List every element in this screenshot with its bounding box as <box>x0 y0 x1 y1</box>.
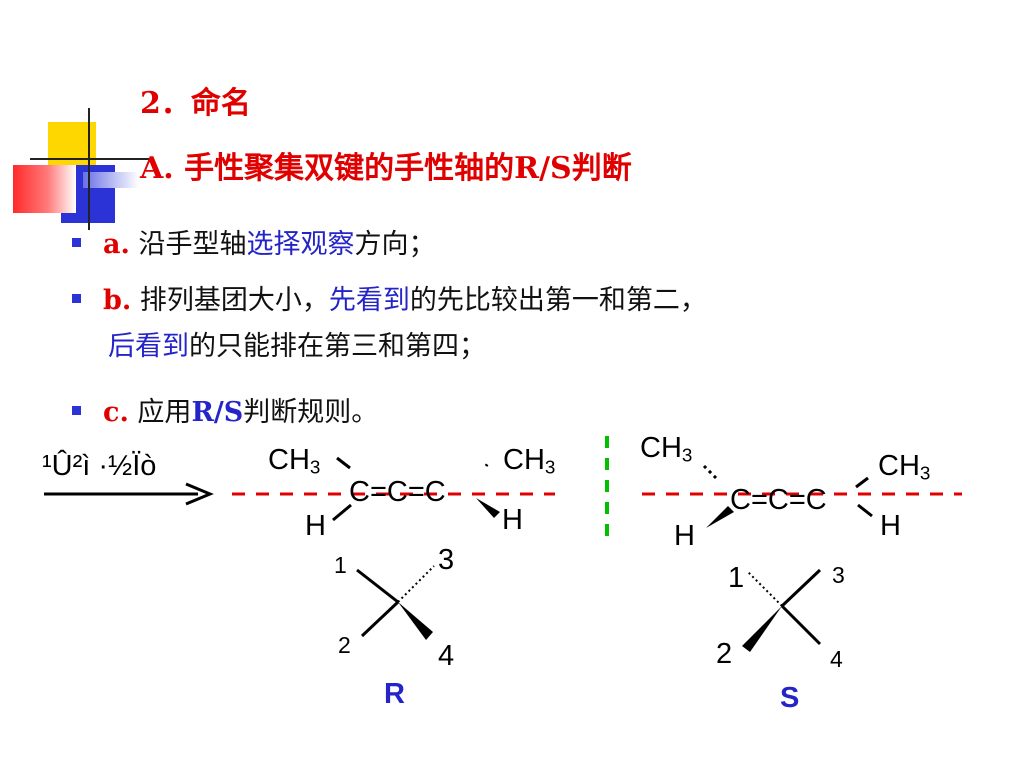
decor-blue-gradient <box>83 172 139 188</box>
proj-right-num-4: 4 <box>830 646 843 672</box>
bullet-a-text-2: 方向； <box>354 229 436 260</box>
bullet-a-text-1: 沿手型轴 <box>129 229 247 260</box>
left-ch3-right: CH3 <box>503 444 556 478</box>
proj-left-num-2: 2 <box>338 632 351 658</box>
bullet-square-icon <box>72 294 81 303</box>
left-h-left: H <box>305 510 326 542</box>
bullet-b-text-1: 排列基团大小， <box>131 285 329 316</box>
bullet-b: b. 排列基团大小，先看到的先比较出第一和第二， <box>72 278 707 317</box>
decor-horizontal-line <box>30 158 150 160</box>
subtitle-suffix: 判断 <box>571 151 632 186</box>
right-ch3-hash-bond <box>484 461 491 467</box>
bullet-b-highlight-2: 后看到 <box>108 331 189 362</box>
r-left-ch3-hash-bond <box>702 464 718 480</box>
bullet-a: a. 沿手型轴选择观察方向； <box>72 222 436 261</box>
subtitle-rs: R/S <box>514 151 572 186</box>
right-ch3-left: CH3 <box>640 432 693 466</box>
subtitle-prefix: A. 手性聚集双键的手性轴的 <box>140 151 515 186</box>
config-label-r: R <box>384 678 405 710</box>
proj-left-num-3: 3 <box>438 544 455 576</box>
proj-right-wedge-2 <box>742 606 782 652</box>
bullet-c-text-1: 应用 <box>128 397 192 428</box>
bullet-c: c. 应用R/S判断规则。 <box>72 390 378 429</box>
section-title: 2．命名 <box>140 86 251 121</box>
right-h-left: H <box>674 520 695 552</box>
right-ch3-right: CH3 <box>878 450 931 484</box>
r-left-h-wedge <box>706 506 734 528</box>
left-allene-chain: C=C=C <box>349 476 446 508</box>
decor-vertical-line <box>88 108 90 230</box>
proj-left-wedge-4 <box>398 602 433 640</box>
left-h-bond <box>332 503 352 522</box>
proj-left-bond-2 <box>360 600 400 638</box>
bullet-c-label: c. <box>103 397 129 428</box>
proj-right-hash-1 <box>747 571 783 607</box>
proj-right-bond-4 <box>780 604 822 646</box>
left-ch3-left: CH3 <box>268 444 321 478</box>
bullet-b-label: b. <box>103 285 132 316</box>
proj-right-num-2: 2 <box>716 638 733 670</box>
bullet-b-text-2: 的先比较出第一和第二， <box>409 285 707 316</box>
proj-right-num-1: 1 <box>728 562 745 594</box>
bullet-b-highlight: 先看到 <box>328 285 410 316</box>
right-allene-chain: C=C=C <box>730 484 827 516</box>
r-right-h-bond <box>857 503 873 518</box>
decor-red-gradient <box>13 165 76 213</box>
bullet-square-icon <box>72 238 81 247</box>
right-h-right: H <box>880 510 901 542</box>
proj-left-hash-3 <box>397 565 435 603</box>
proj-right-bond-3 <box>780 568 822 608</box>
bullet-c-text-2: 判断规则。 <box>243 397 379 428</box>
proj-left-num-4: 4 <box>438 640 455 672</box>
proj-left-bond-1 <box>356 568 399 604</box>
left-ch3-bond <box>336 456 351 470</box>
left-h-right: H <box>502 504 523 536</box>
bullet-b-text-3: 的只能排在第三和第四； <box>189 331 486 362</box>
bullet-c-highlight: R/S <box>191 397 244 428</box>
proj-right-num-3: 3 <box>832 562 845 588</box>
view-direction-label: ¹Û²ì ·½Ïò <box>42 450 157 482</box>
bullet-a-highlight: 选择观察 <box>246 229 355 260</box>
bullet-a-label: a. <box>103 229 130 260</box>
view-arrow-head <box>185 482 214 506</box>
r-right-ch3-bond <box>855 476 869 489</box>
slide-subtitle: A. 手性聚集双键的手性轴的R/S判断 <box>140 143 632 187</box>
bullet-b-continued: 后看到的只能排在第三和第四； <box>108 324 486 363</box>
proj-left-num-1: 1 <box>334 552 347 578</box>
right-h-wedge <box>476 498 500 518</box>
bullet-square-icon <box>72 406 81 415</box>
config-label-s: S <box>780 682 800 714</box>
